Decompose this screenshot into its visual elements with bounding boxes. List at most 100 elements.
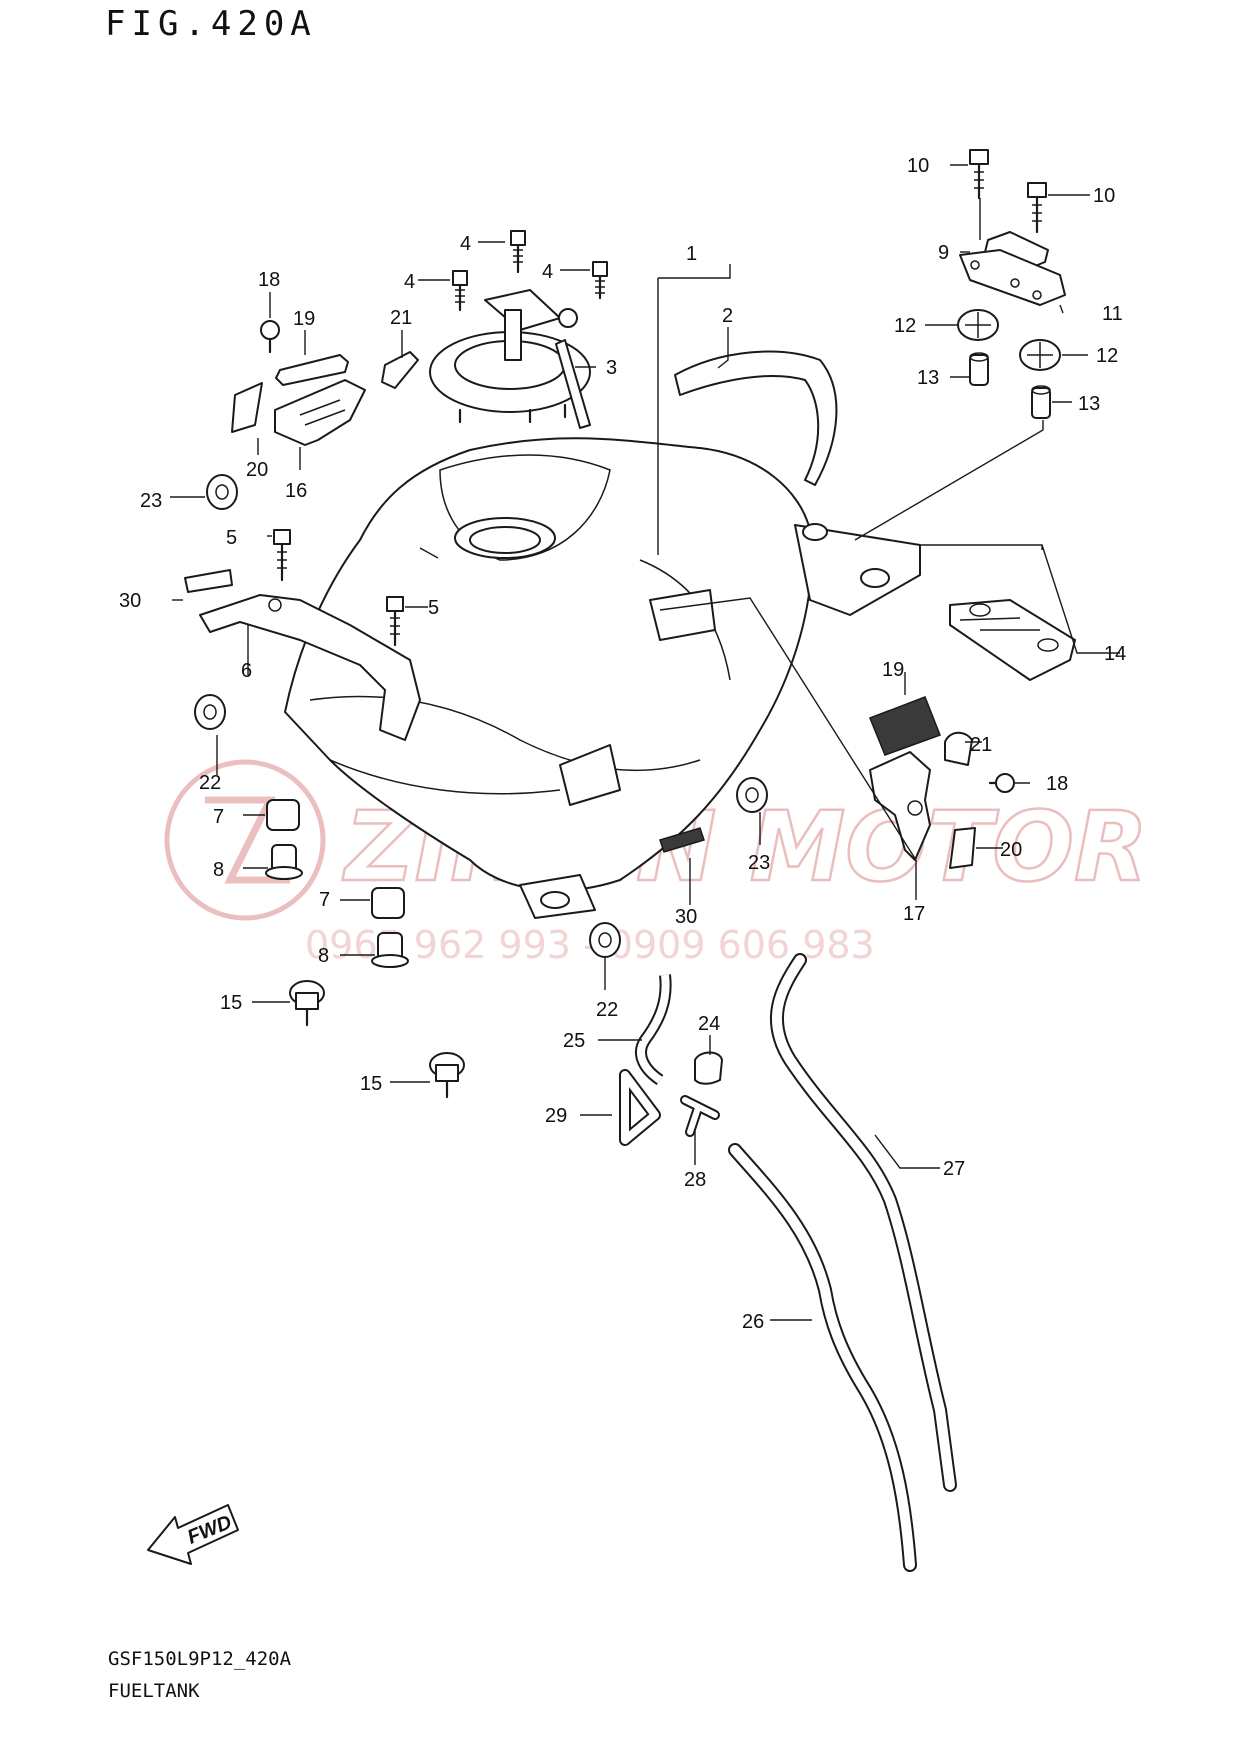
callout-19-left: 19 [293, 308, 315, 330]
collar-8-left [265, 844, 303, 880]
screw-18-right [988, 773, 1015, 793]
leader-lines [170, 164, 1120, 1321]
grommet-22-right [589, 922, 621, 958]
fuel-cap [429, 289, 591, 429]
callout-7-right: 7 [319, 889, 330, 911]
fuel-tank-1 [284, 350, 921, 919]
hose-29 [619, 1069, 661, 1146]
callout-21-right: 21 [970, 734, 992, 756]
clamp-24 [694, 1051, 723, 1085]
callout-29: 29 [545, 1105, 567, 1127]
callout-10-right: 10 [1093, 185, 1115, 207]
bolt-4-left [452, 270, 468, 312]
callout-17: 17 [903, 903, 925, 925]
damper-15-left [289, 980, 325, 1027]
callout-20-right: 20 [1000, 839, 1022, 861]
callout-numbers: 1 2 3 4 4 4 5 5 6 7 7 8 8 9 10 10 11 12 … [119, 155, 1126, 1333]
drawing-code: GSF150L9P12_420A [108, 1648, 292, 1670]
callout-14: 14 [1104, 643, 1126, 665]
callout-11: 11 [1102, 303, 1123, 325]
pad-30-right [659, 827, 705, 853]
rear-mount-cluster [957, 149, 1066, 419]
callout-22-right: 22 [596, 999, 618, 1021]
callout-13-left: 13 [917, 367, 939, 389]
callout-5-lower: 5 [428, 597, 439, 619]
callout-23-left: 23 [140, 490, 162, 512]
callout-19-right: 19 [882, 659, 904, 681]
hose-assembly [619, 953, 957, 1572]
damper-14 [949, 599, 1076, 681]
callout-30-left: 30 [119, 590, 141, 612]
forward-direction-arrow: FWD [147, 1504, 239, 1565]
assembly-name: FUELTANK [108, 1680, 200, 1702]
pad-20-right [949, 827, 976, 869]
callout-1: 1 [686, 243, 697, 265]
callout-27: 27 [943, 1158, 965, 1180]
callout-21-left: 21 [390, 307, 412, 329]
grommet-23-left [206, 474, 238, 510]
callout-12-right: 12 [1096, 345, 1118, 367]
bracket-17 [869, 751, 931, 861]
callout-28: 28 [684, 1169, 706, 1191]
collar-8-right [371, 932, 409, 968]
bolt-4-top [510, 230, 526, 274]
pad-20-left [231, 382, 263, 433]
cushion-12-left [957, 309, 999, 341]
callout-18-left: 18 [258, 269, 280, 291]
screw-18-left [260, 320, 280, 354]
fuel-cap-assembly [429, 230, 608, 429]
figure-title: FIG.420A [105, 4, 317, 44]
callout-7-left: 7 [213, 806, 224, 828]
bolt-4-right [592, 261, 608, 300]
callout-16: 16 [285, 480, 307, 502]
callout-12-left: 12 [894, 315, 916, 337]
callout-23-right: 23 [748, 852, 770, 874]
collar-13-left [969, 352, 989, 386]
callout-2: 2 [722, 305, 733, 327]
grommet-22-left [194, 694, 226, 730]
callout-20-left: 20 [246, 459, 268, 481]
hose-26 [728, 1143, 917, 1572]
front-bracket-6 [199, 594, 421, 741]
callout-6: 6 [241, 660, 252, 682]
callout-5-upper: 5 [226, 527, 237, 549]
pad-30-left [184, 569, 233, 593]
damper-15-right [429, 1052, 465, 1099]
left-bracket-cluster [231, 320, 419, 446]
callout-4-right: 4 [542, 261, 553, 283]
bolt-10-right [1027, 182, 1047, 234]
callout-3: 3 [606, 357, 617, 379]
callout-25: 25 [563, 1030, 585, 1052]
callout-15-left: 15 [220, 992, 242, 1014]
cushion-21-right [944, 731, 973, 766]
cushion-7-right [371, 887, 405, 919]
pad-19-right [869, 696, 941, 756]
collar-13-right [1031, 385, 1051, 419]
callout-8-right: 8 [318, 945, 329, 967]
pad-19-left [275, 354, 349, 386]
bolt-5-upper [273, 529, 291, 582]
cushion-21-left [381, 351, 419, 389]
plate-11 [959, 249, 1066, 306]
callout-15-right: 15 [360, 1073, 382, 1095]
hose-27 [769, 953, 957, 1492]
callout-26: 26 [742, 1311, 764, 1333]
callout-4-left: 4 [404, 271, 415, 293]
callout-8-left: 8 [213, 859, 224, 881]
bolt-10-left [969, 149, 989, 200]
callout-10-left: 10 [907, 155, 929, 177]
cushion-12-right [1019, 339, 1061, 371]
bracket-16 [274, 379, 366, 446]
callout-4-top: 4 [460, 233, 471, 255]
callout-13-right: 13 [1078, 393, 1100, 415]
right-bracket-cluster [869, 599, 1076, 869]
cushion-7-left [266, 799, 300, 831]
callout-30-right: 30 [675, 906, 697, 928]
watermark-logo [164, 759, 326, 921]
bolt-5-lower [386, 596, 404, 647]
callout-9: 9 [938, 242, 949, 264]
callout-22-left: 22 [199, 772, 221, 794]
grommet-23-right [736, 777, 768, 813]
callout-18-right: 18 [1046, 773, 1068, 795]
